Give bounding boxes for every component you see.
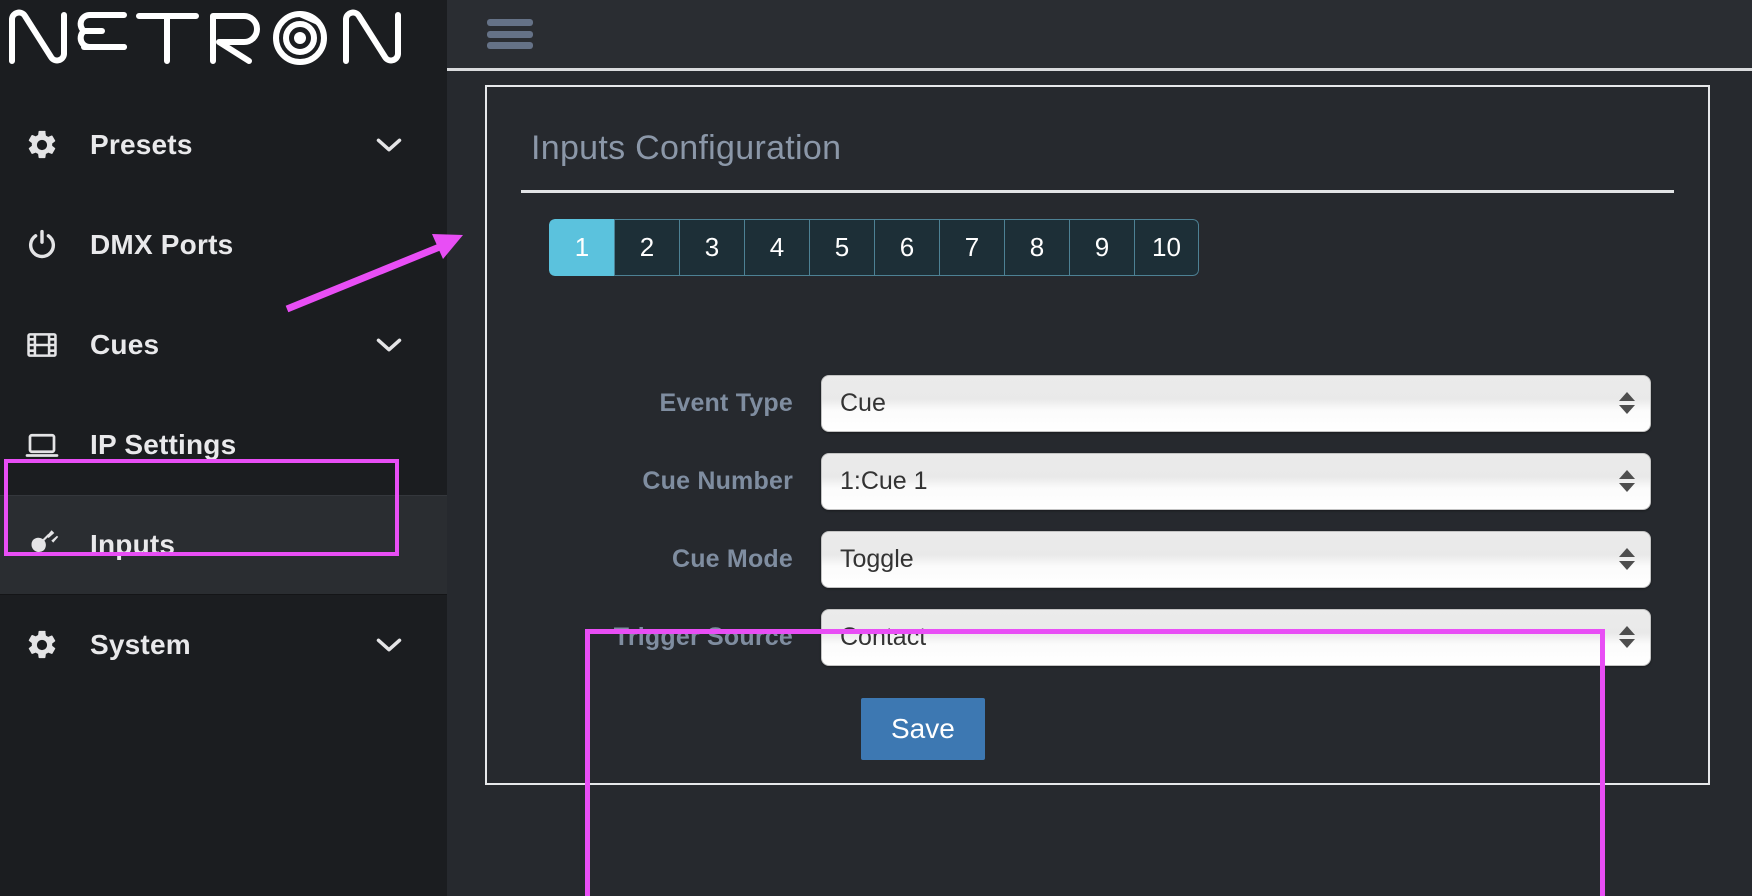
cue-mode-label: Cue Mode	[671, 544, 793, 573]
sidebar-item-label: System	[90, 629, 191, 660]
chevron-down-icon[interactable]	[375, 336, 403, 354]
sidebar-item-label: Cues	[90, 329, 160, 360]
tab-7[interactable]: 7	[939, 219, 1004, 276]
input-tabs: 1 2 3 4 5 6 7 8 9 10	[549, 219, 1199, 276]
inputs-config-panel: Inputs Configuration 1 2 3 4 5 6 7 8 9 1…	[485, 85, 1710, 896]
gear-icon	[14, 628, 70, 662]
gear-icon	[14, 128, 70, 162]
tab-2[interactable]: 2	[614, 219, 679, 276]
cue-mode-select[interactable]: Toggle	[821, 530, 1651, 588]
hamburger-icon[interactable]	[487, 16, 533, 52]
page-title: Inputs Configuration	[531, 129, 842, 167]
chevron-down-icon[interactable]	[375, 636, 403, 654]
form-row-trigger-source: Trigger Source Contact	[561, 598, 1674, 676]
form-row-cue-mode: Cue Mode Toggle	[561, 520, 1674, 598]
save-row: Save	[561, 698, 1674, 760]
trigger-source-select[interactable]: Contact	[821, 608, 1651, 666]
laptop-icon	[14, 427, 70, 463]
sidebar-item-cues[interactable]: Cues	[0, 295, 447, 395]
event-type-select[interactable]: Cue	[821, 374, 1651, 432]
sidebar-item-dmx-ports[interactable]: DMX Ports	[0, 195, 447, 295]
sidebar-item-label: Inputs	[90, 529, 176, 560]
plug-icon	[14, 527, 70, 563]
sidebar: Presets DMX Ports	[0, 0, 447, 896]
form-row-event-type: Event Type Cue	[561, 364, 1674, 442]
hamburger-bar	[487, 30, 533, 38]
trigger-source-label: Trigger Source	[613, 622, 793, 651]
event-type-label: Event Type	[659, 388, 793, 417]
content-area: Inputs Configuration 1 2 3 4 5 6 7 8 9 1…	[447, 71, 1752, 896]
cue-mode-select-wrap: Toggle	[821, 530, 1651, 588]
tab-8[interactable]: 8	[1004, 219, 1069, 276]
tab-4[interactable]: 4	[744, 219, 809, 276]
cue-number-select[interactable]: 1:Cue 1	[821, 452, 1651, 510]
tab-9[interactable]: 9	[1069, 219, 1134, 276]
brand-logo	[0, 0, 447, 75]
chevron-down-icon[interactable]	[375, 136, 403, 154]
power-icon	[14, 228, 70, 262]
sidebar-item-label: Presets	[90, 129, 193, 160]
form-row-cue-number: Cue Number 1:Cue 1	[561, 442, 1674, 520]
tab-3[interactable]: 3	[679, 219, 744, 276]
tab-10[interactable]: 10	[1134, 219, 1199, 276]
cue-number-select-wrap: 1:Cue 1	[821, 452, 1651, 510]
input-form: Event Type Cue Cue Number 1:Cue 1	[521, 364, 1674, 896]
tab-1[interactable]: 1	[549, 219, 614, 276]
hamburger-bar	[487, 19, 533, 26]
sidebar-item-label: DMX Ports	[90, 229, 234, 260]
sidebar-item-ip-settings[interactable]: IP Settings	[0, 395, 447, 495]
title-divider	[521, 190, 1674, 193]
hamburger-bar	[487, 42, 533, 49]
sidebar-item-inputs[interactable]: Inputs	[0, 495, 447, 595]
sidebar-nav: Presets DMX Ports	[0, 75, 447, 695]
netron-logo-icon	[6, 9, 406, 67]
tab-6[interactable]: 6	[874, 219, 939, 276]
cue-number-label: Cue Number	[642, 466, 793, 495]
event-type-select-wrap: Cue	[821, 374, 1651, 432]
sidebar-item-system[interactable]: System	[0, 595, 447, 695]
top-bar	[447, 0, 1752, 71]
tab-5[interactable]: 5	[809, 219, 874, 276]
trigger-source-select-wrap: Contact	[821, 608, 1651, 666]
film-icon	[14, 328, 70, 362]
save-button[interactable]: Save	[861, 698, 985, 760]
main-content: Inputs Configuration 1 2 3 4 5 6 7 8 9 1…	[447, 0, 1752, 896]
sidebar-item-label: IP Settings	[90, 429, 237, 460]
sidebar-item-presets[interactable]: Presets	[0, 95, 447, 195]
